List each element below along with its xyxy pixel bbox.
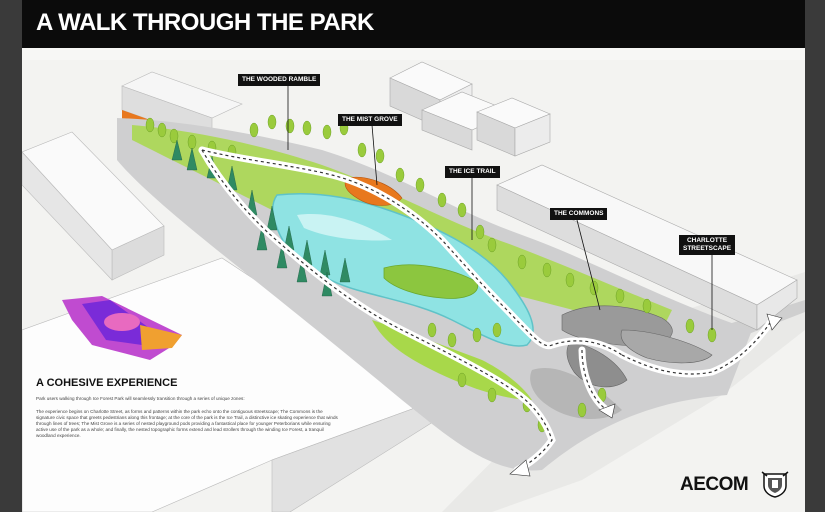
label-mist-grove: THE MIST GROVE (338, 114, 402, 126)
route-arrow-head (509, 459, 531, 477)
page-title: A WALK THROUGH THE PARK (36, 9, 374, 36)
section-body: The experience begins on Charlotte Stree… (36, 409, 338, 438)
park-axonometric-illustration (22, 60, 805, 512)
section-heading: A COHESIVE EXPERIENCE (36, 377, 178, 389)
poster: A WALK THROUGH THE PARK (22, 0, 805, 512)
aecom-logo: AECOM (680, 474, 749, 495)
label-charlotte-line2: STREETSCAPE (683, 245, 732, 252)
wooded-ramble-trees (171, 139, 351, 297)
label-leaders (287, 86, 713, 330)
route-arrow-head (766, 313, 783, 331)
tree-canopy (145, 114, 717, 433)
label-charlotte-line1: CHARLOTTE (686, 237, 728, 244)
label-wooded-ramble: THE WOODED RAMBLE (238, 74, 321, 86)
header-bar: A WALK THROUGH THE PARK (22, 0, 805, 48)
section-intro: Park users walking through Ice Forest Pa… (36, 396, 245, 401)
label-commons: THE COMMONS (550, 208, 608, 220)
commons-pod-2 (620, 329, 713, 364)
route-arrow-head (598, 403, 616, 419)
city-crest-icon (761, 471, 789, 498)
label-charlotte-streetscape: CHARLOTTE STREETSCAPE (679, 235, 736, 255)
building-left-front (22, 151, 113, 281)
walking-route-dashes (201, 149, 773, 471)
ice-trail-island (383, 264, 479, 299)
label-ice-trail: THE ICE TRAIL (445, 166, 500, 178)
